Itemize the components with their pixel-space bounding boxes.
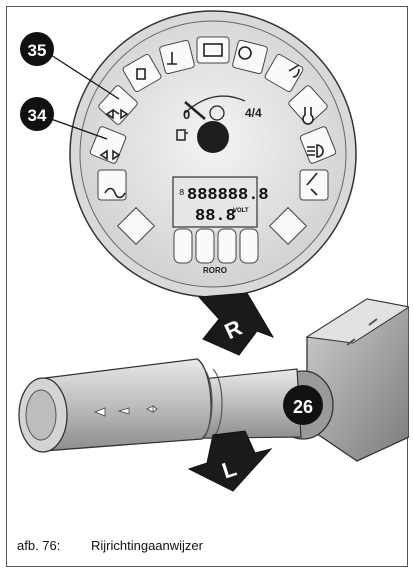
odometer-readout: 888888.8 [187, 186, 269, 205]
battery-warning-tile [197, 37, 229, 63]
volt-unit: VOLT [233, 208, 249, 214]
brand-logo: RORO [203, 266, 227, 275]
voltmeter-readout: 88.8 [195, 207, 236, 226]
lcd-display: 8 888888.8 88.8 VOLT [173, 177, 269, 227]
fuel-scale-empty: 0 [183, 107, 190, 122]
fuel-scale-full: 4/4 [245, 106, 262, 120]
instrument-cluster: 0 4/4 8 888888.8 88.8 VOLT RORO [70, 11, 356, 297]
callout-35-label: 35 [28, 41, 47, 60]
caption-title: Rijrichtingaanwijzer [91, 538, 203, 553]
callout-34-label: 34 [28, 106, 47, 125]
odometer-flag: 8 [179, 188, 184, 198]
caption-number: afb. 76: [17, 538, 91, 553]
needle-hub [197, 121, 229, 153]
glow-plug-tile [98, 170, 126, 200]
arrow-left-down: L [189, 431, 271, 491]
figure-caption: afb. 76:Rijrichtingaanwijzer [17, 538, 203, 553]
figure-frame: 0 4/4 8 888888.8 88.8 VOLT RORO 35 [6, 6, 408, 567]
arrow-right-up: R [199, 293, 273, 355]
callout-26: 26 [283, 385, 323, 425]
seat-belt-tile [300, 170, 328, 200]
callout-26-label: 26 [293, 397, 313, 417]
figure-illustration: 0 4/4 8 888888.8 88.8 VOLT RORO 35 [7, 7, 409, 507]
